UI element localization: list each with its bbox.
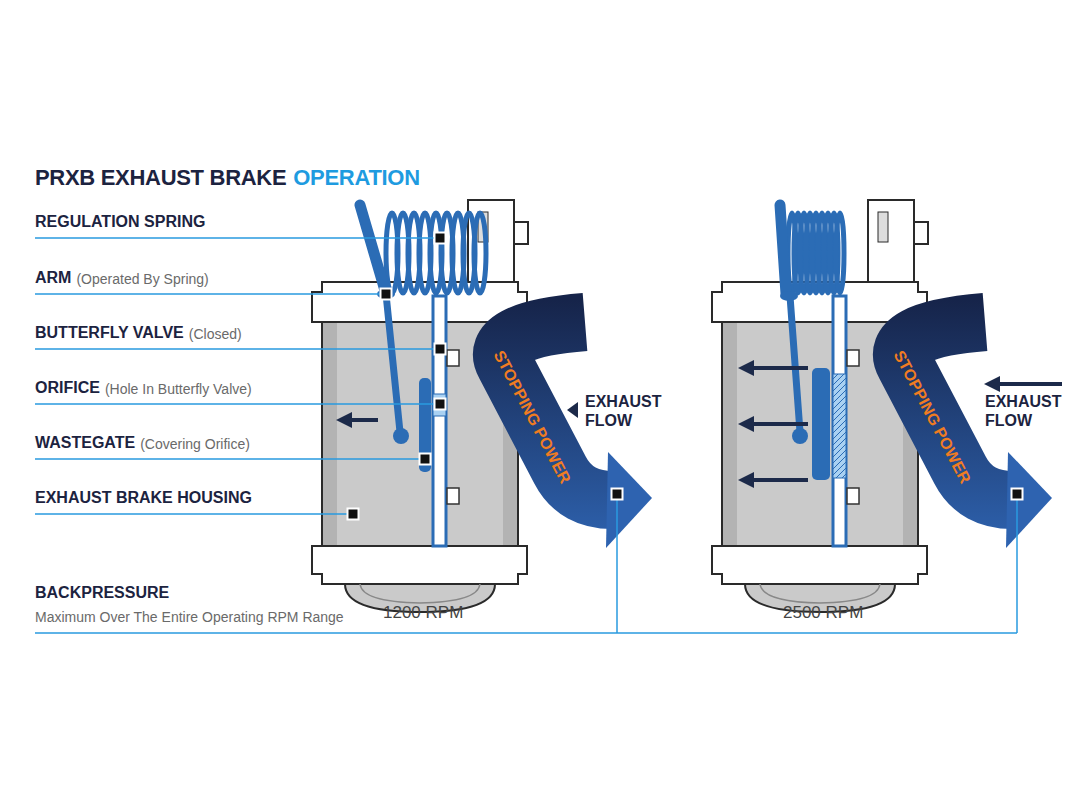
part-label: REGULATION SPRING <box>35 213 205 231</box>
callout-marker <box>420 454 431 465</box>
callout-marker <box>435 399 446 410</box>
part-label: ARM <box>35 269 71 287</box>
callout-marker <box>348 509 359 520</box>
flow-arrow <box>746 478 808 482</box>
rpm-label: 1200 RPM <box>383 603 463 623</box>
rpm-label: 2500 RPM <box>783 603 863 623</box>
section-label: BACKPRESSURE <box>35 584 169 602</box>
part-note: (Covering Orifice) <box>140 436 250 452</box>
orifice <box>833 374 846 478</box>
spring-coil <box>836 213 844 293</box>
note: Maximum Over The Entire Operating RPM Ra… <box>35 609 344 625</box>
part-note: (Hole In Butterfly Valve) <box>105 381 252 397</box>
flow-label: EXHAUST FLOW <box>585 392 670 430</box>
callout-marker <box>381 289 392 300</box>
spring-coil <box>474 213 486 293</box>
spring-seat <box>780 291 798 301</box>
flow-arrow <box>746 422 808 426</box>
part-label: BUTTERFLY VALVE <box>35 324 184 342</box>
arm <box>790 296 800 432</box>
flow-arrow <box>567 402 578 418</box>
part-note: (Closed) <box>189 326 242 342</box>
callout-marker <box>348 233 1023 520</box>
arm <box>386 294 400 432</box>
flow-arrow <box>992 382 1062 386</box>
callout-marker <box>435 233 446 244</box>
title: PRXB EXHAUST BRAKE <box>35 165 286 190</box>
wastegate <box>419 378 431 472</box>
wastegate <box>812 368 830 480</box>
flow-arrow <box>344 418 378 422</box>
spring-rod <box>360 205 386 294</box>
leader-line <box>35 238 1017 633</box>
part-note: (Operated By Spring) <box>76 271 208 287</box>
callout-marker <box>435 344 446 355</box>
part-label: EXHAUST BRAKE HOUSING <box>35 489 252 507</box>
part-label: ORIFICE <box>35 379 100 397</box>
arm-ball <box>792 428 808 444</box>
callout-marker <box>612 489 623 500</box>
orifice <box>433 394 446 416</box>
regulation-spring <box>386 213 844 293</box>
part-label: WASTEGATE <box>35 434 135 452</box>
arm-ball <box>393 428 409 444</box>
flow-arrow <box>746 366 808 370</box>
flow-label: EXHAUST FLOW <box>985 392 1070 430</box>
spring-seat <box>377 289 395 299</box>
spring-rod <box>780 205 786 294</box>
callout-marker <box>1012 489 1023 500</box>
title-accent: OPERATION <box>293 165 419 190</box>
